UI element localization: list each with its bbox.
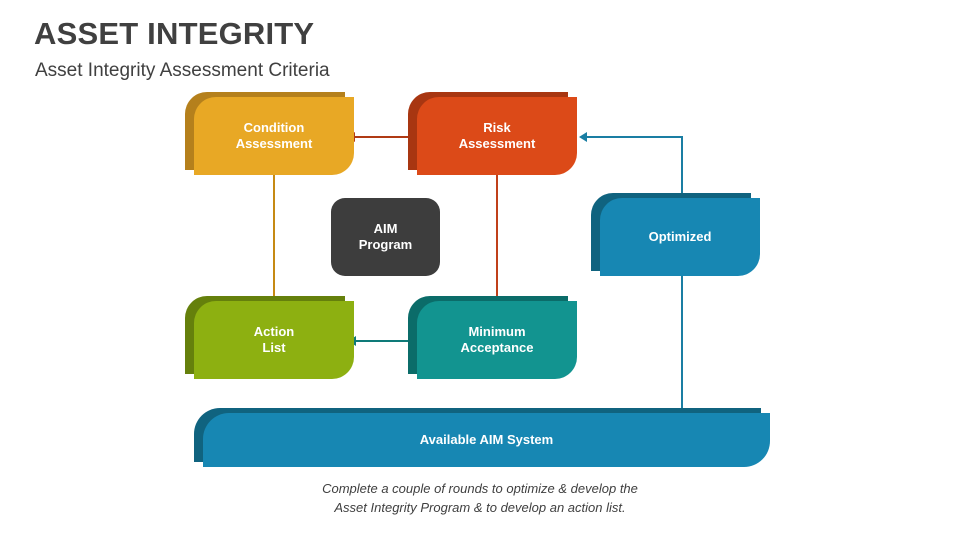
- node-available-aim-system[interactable]: Available AIM System: [194, 408, 770, 467]
- connector-system-to-optimized: [681, 275, 683, 414]
- node-minimum-acceptance[interactable]: Minimum Acceptance: [408, 296, 577, 379]
- node-risk-assessment[interactable]: Risk Assessment: [408, 92, 577, 175]
- node-face: [417, 97, 577, 175]
- node-face: [203, 413, 770, 467]
- node-aim-program[interactable]: AIM Program: [331, 198, 440, 276]
- node-condition-assessment[interactable]: Condition Assessment: [185, 92, 354, 175]
- connector-optimized-to-risk-horizontal: [586, 136, 682, 138]
- node-label: Optimized: [648, 228, 712, 244]
- node-action-list[interactable]: Action List: [185, 296, 354, 379]
- connector-condition-to-action: [273, 175, 275, 300]
- node-label: Action List: [253, 323, 295, 355]
- connector-risk-to-minimum: [496, 175, 498, 300]
- node-face: [194, 301, 354, 379]
- page-title: ASSET INTEGRITY: [34, 16, 315, 51]
- node-face: [417, 301, 577, 379]
- node-label: Risk Assessment: [458, 119, 536, 151]
- node-optimized[interactable]: Optimized: [591, 193, 760, 276]
- connector-minimum-to-action: [355, 340, 415, 342]
- node-label: Available AIM System: [419, 431, 554, 447]
- connector-risk-to-condition: [354, 136, 412, 138]
- diagram-caption: Complete a couple of rounds to optimize …: [322, 481, 638, 515]
- node-label: Minimum Acceptance: [460, 323, 534, 355]
- arrowhead-optimized-to-risk: [579, 132, 587, 142]
- connector-optimized-to-risk-vertical: [681, 136, 683, 198]
- node-face: [600, 198, 760, 276]
- node-label: AIM Program: [358, 220, 413, 252]
- page-subtitle: Asset Integrity Assessment Criteria: [35, 60, 330, 81]
- node-face: [194, 97, 354, 175]
- node-label: Condition Assessment: [235, 119, 313, 151]
